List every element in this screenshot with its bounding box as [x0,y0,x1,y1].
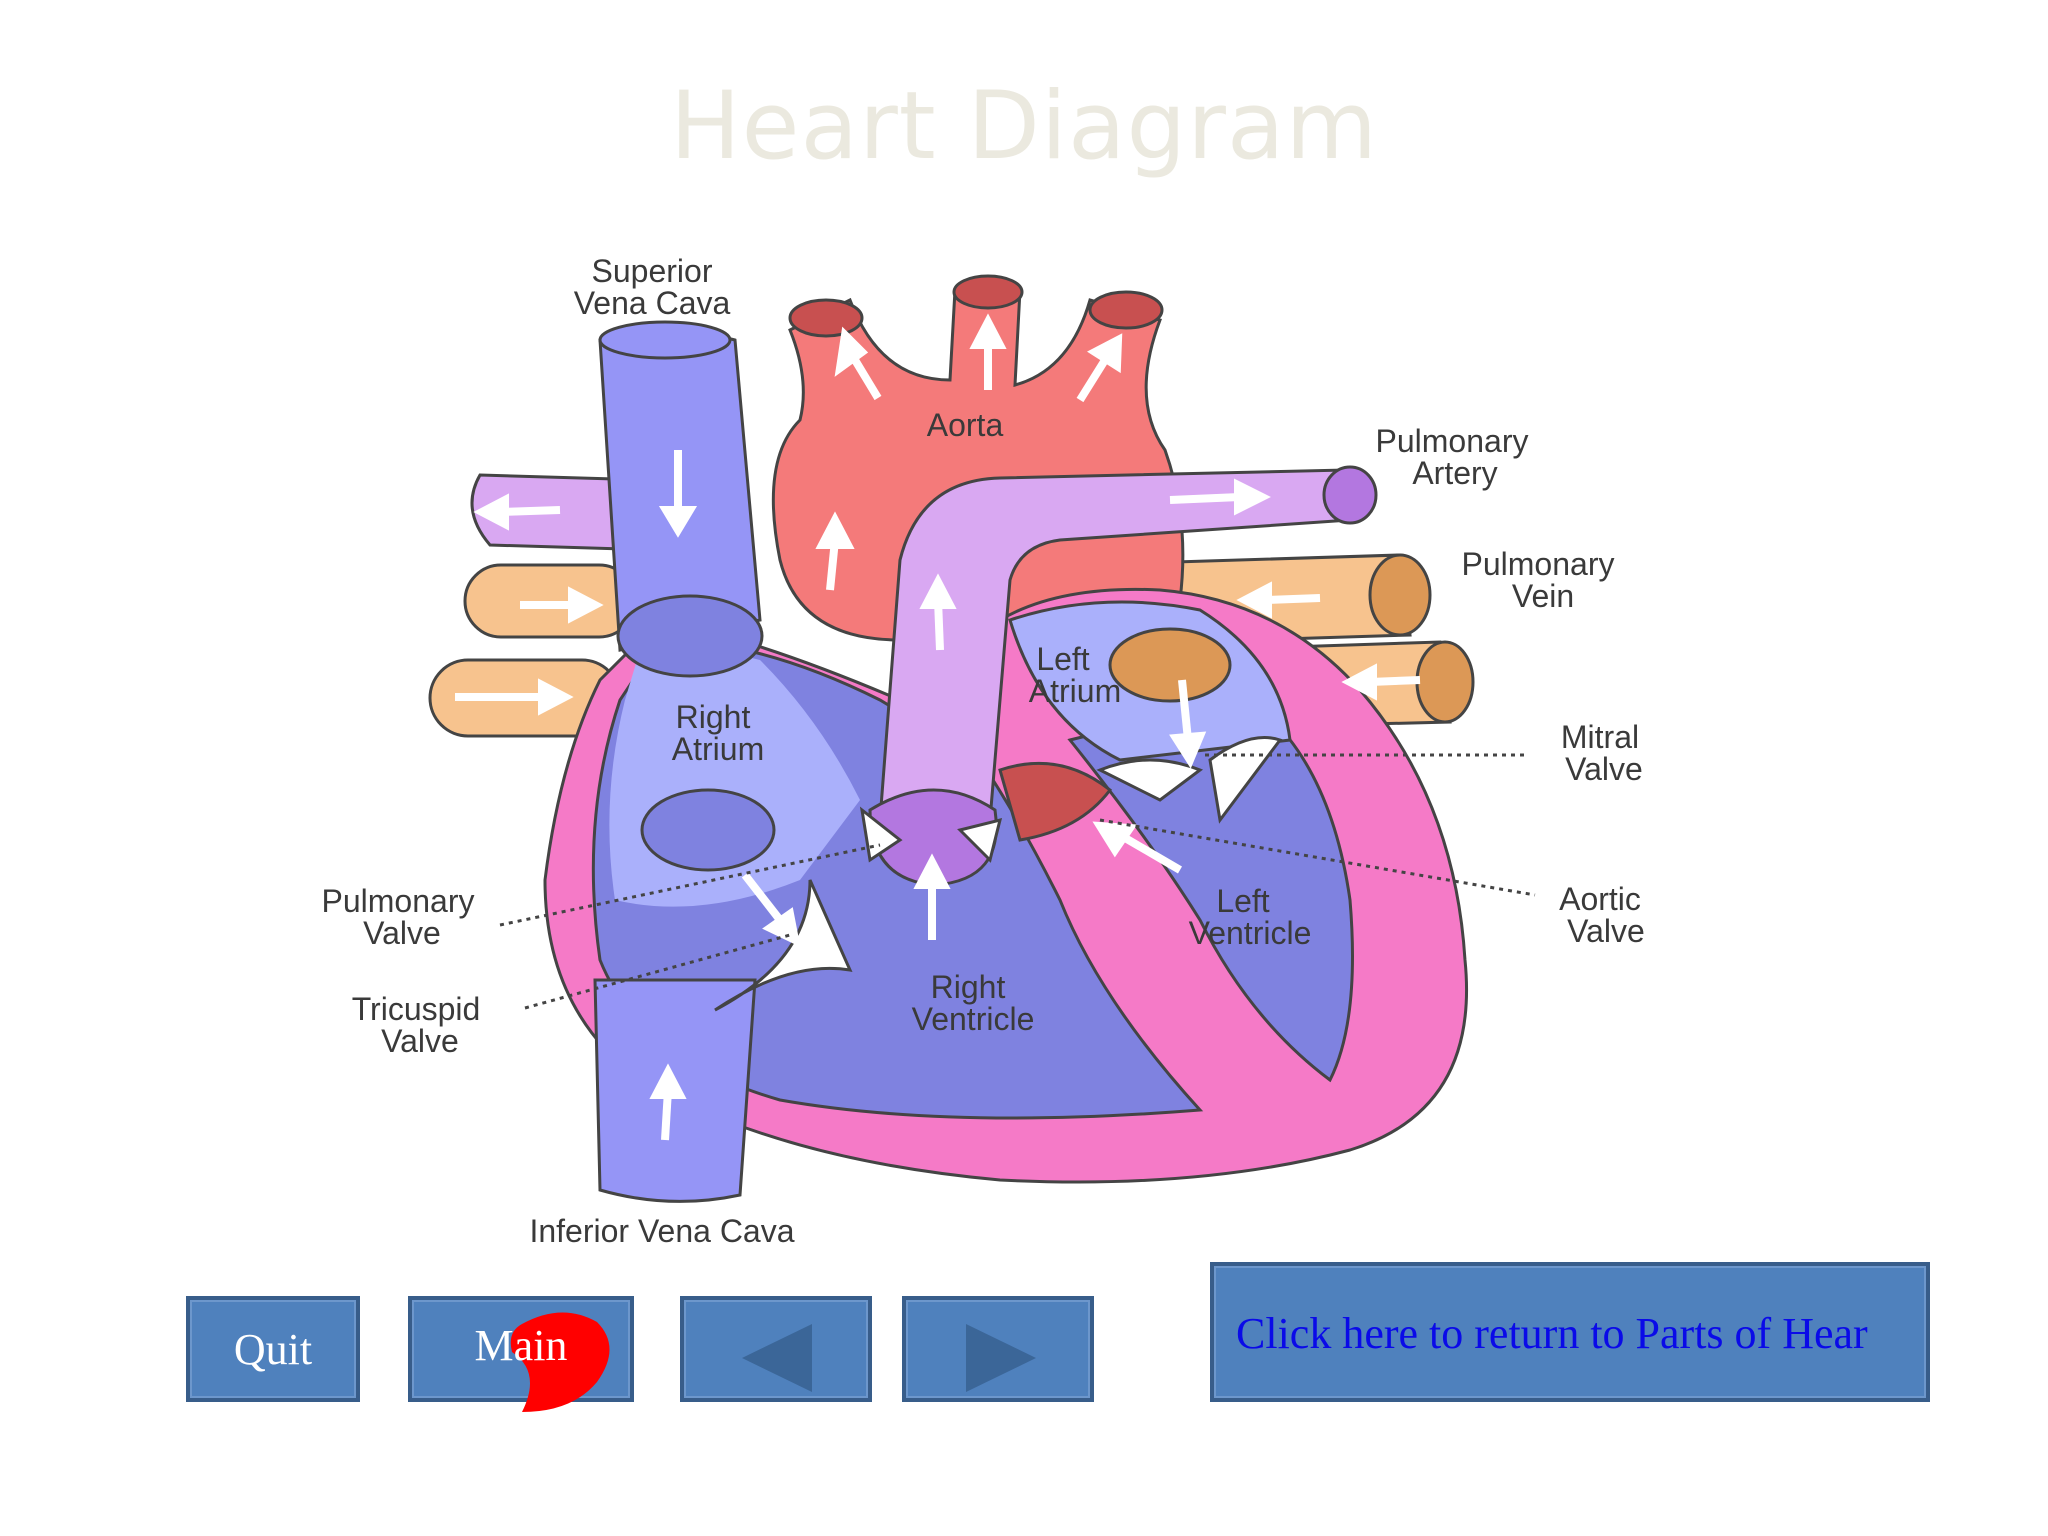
label-pulmonary-valve-1: Pulmonary [322,883,475,919]
label-superior-vena-cava-1: Superior [592,253,713,289]
slide-title: Heart Diagram [669,72,1379,181]
label-tricuspid-valve-2: Valve [381,1023,459,1059]
main-button[interactable]: Main [408,1296,634,1412]
next-button[interactable] [902,1296,1094,1402]
label-pulmonary-artery-2: Artery [1412,455,1497,491]
label-pulmonary-valve-2: Valve [363,915,441,951]
valves [714,736,1283,1012]
leader-lines [499,753,1536,1010]
label-inferior-vena-cava: Inferior Vena Cava [529,1213,794,1249]
label-right-ventricle-1: Right [931,969,1006,1005]
label-mitral-valve-1: Mitral [1561,719,1639,755]
diagram-labels: Superior Vena Cava Aorta Pulmonary Arter… [322,253,1645,1249]
main-button-label: Main [474,1321,568,1370]
label-left-atrium-2: Atrium [1029,673,1121,709]
left-triangle-icon [742,1324,812,1392]
label-pulmonary-vein-2: Vein [1512,578,1574,614]
label-right-atrium-1: Right [676,699,751,735]
label-right-ventricle-2: Ventricle [912,1001,1035,1037]
label-tricuspid-valve-1: Tricuspid [352,991,481,1027]
label-left-ventricle-2: Ventricle [1189,915,1312,951]
label-mitral-valve-2: Valve [1565,751,1643,787]
right-triangle-icon [966,1324,1036,1392]
quit-button-label: Quit [233,1325,313,1374]
label-aorta: Aorta [927,407,1004,443]
label-right-atrium-2: Atrium [672,731,764,767]
heart-cursor-icon [510,1312,610,1412]
quit-button[interactable]: Quit [186,1296,360,1402]
flow-arrows [455,313,1421,1141]
return-to-parts-of-heart-button[interactable]: Click here to return to Parts of Hear [1210,1262,1930,1402]
previous-button[interactable] [680,1296,872,1402]
label-pulmonary-artery-1: Pulmonary [1376,423,1529,459]
label-superior-vena-cava-2: Vena Cava [574,285,731,321]
pulmonary-artery [878,468,1352,822]
heart-diagram: Superior Vena Cava Aorta Pulmonary Arter… [322,253,1645,1249]
label-aortic-valve-1: Aortic [1559,881,1641,917]
label-left-atrium-1: Left [1036,641,1089,677]
return-button-label: Click here to return to Parts of Hear [1236,1309,1868,1358]
label-aortic-valve-2: Valve [1567,913,1645,949]
label-pulmonary-vein-1: Pulmonary [1462,546,1615,582]
label-left-ventricle-1: Left [1216,883,1269,919]
